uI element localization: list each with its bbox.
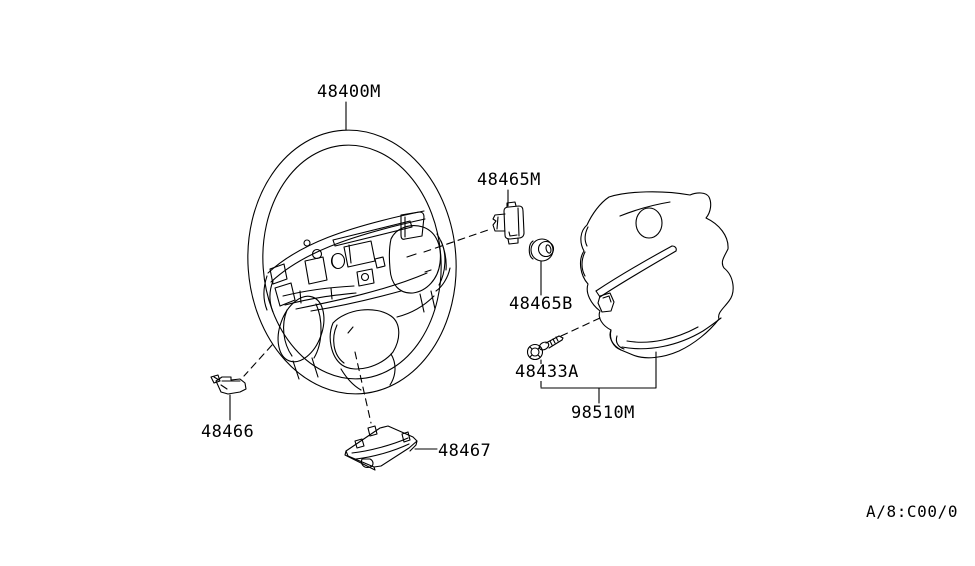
grommet-48465b-drawing bbox=[528, 238, 555, 262]
part-label-48465b: 48465B bbox=[509, 294, 573, 314]
part-label-98510m: 98510M bbox=[571, 403, 635, 423]
part-label-48400m: 48400M bbox=[317, 82, 381, 102]
bracket-48465m-drawing bbox=[492, 201, 525, 245]
screw-48433a-drawing bbox=[526, 335, 564, 361]
part-label-48433a: 48433A bbox=[513, 362, 581, 382]
lid-48467-drawing bbox=[344, 425, 418, 471]
steering-wheel-drawing bbox=[247, 129, 457, 395]
part-label-48467: 48467 bbox=[438, 441, 492, 461]
clip-48466-drawing bbox=[210, 374, 247, 395]
figure-code: A/8:C00/0 bbox=[866, 502, 959, 521]
dashed-leader-48433a bbox=[560, 317, 601, 337]
dashed-leader-48467 bbox=[354, 351, 372, 424]
leader-98510m-bracket bbox=[540, 351, 657, 404]
dashed-leader-48465m bbox=[423, 228, 492, 253]
part-label-48465m: 48465M bbox=[477, 170, 541, 190]
part-label-48466: 48466 bbox=[201, 422, 255, 442]
airbag-module-drawing bbox=[579, 191, 734, 359]
dashed-leader-48466 bbox=[243, 344, 273, 377]
